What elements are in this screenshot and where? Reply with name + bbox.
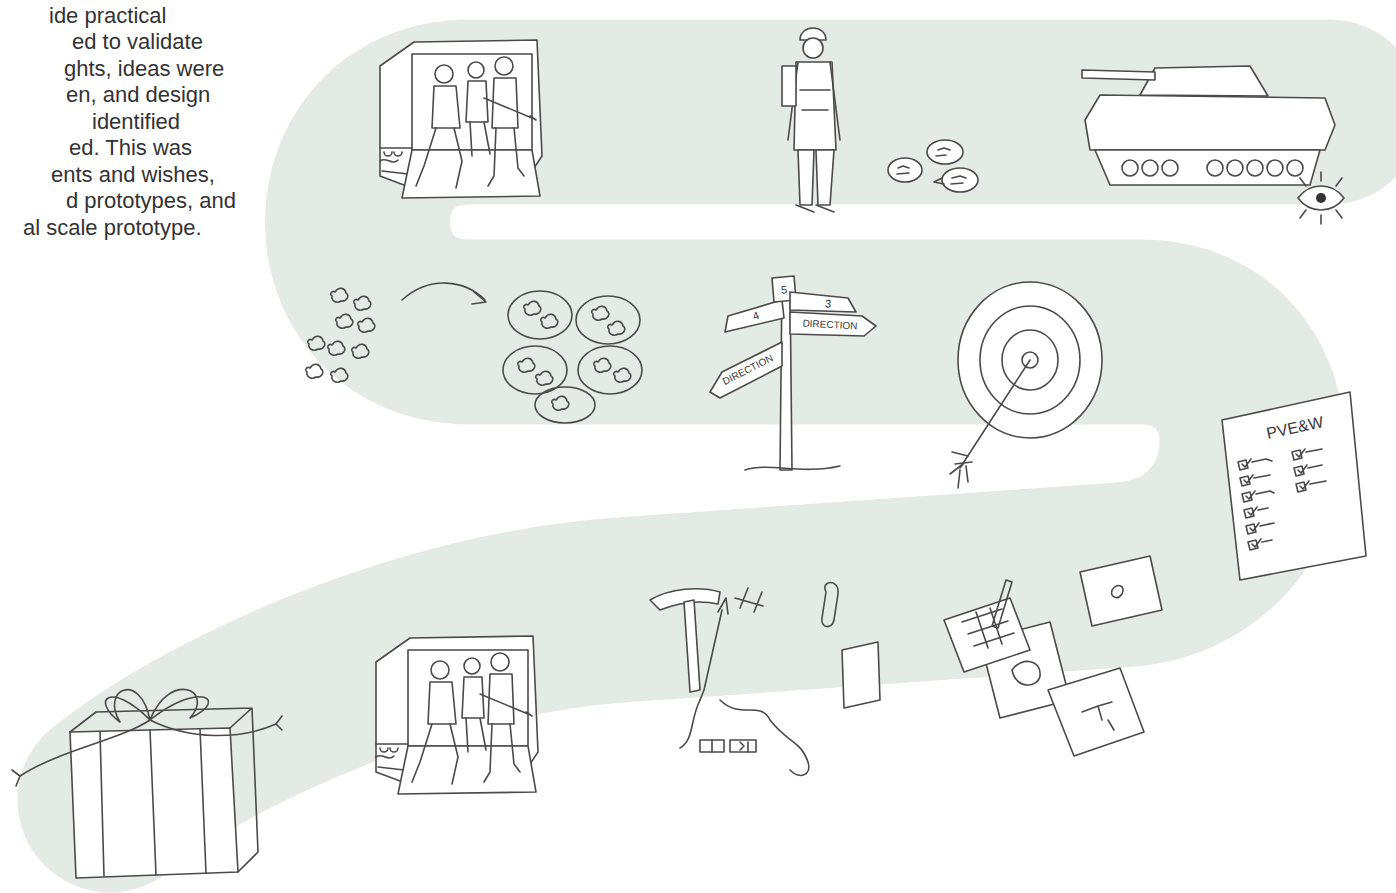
body-text: ed. This was [69, 137, 192, 159]
body-text: ed to validate [72, 31, 203, 53]
sign-number: 5 [781, 284, 788, 295]
body-text: d prototypes, and [66, 190, 236, 212]
body-text: ghts, ideas were [64, 58, 224, 80]
body-text: ide practical [49, 5, 166, 27]
body-text: al scale prototype. [23, 217, 202, 239]
body-text: en, and design [66, 84, 210, 106]
body-text: ents and wishes, [51, 164, 215, 186]
sign-number: 3 [824, 298, 831, 309]
body-text: identified [92, 111, 180, 133]
